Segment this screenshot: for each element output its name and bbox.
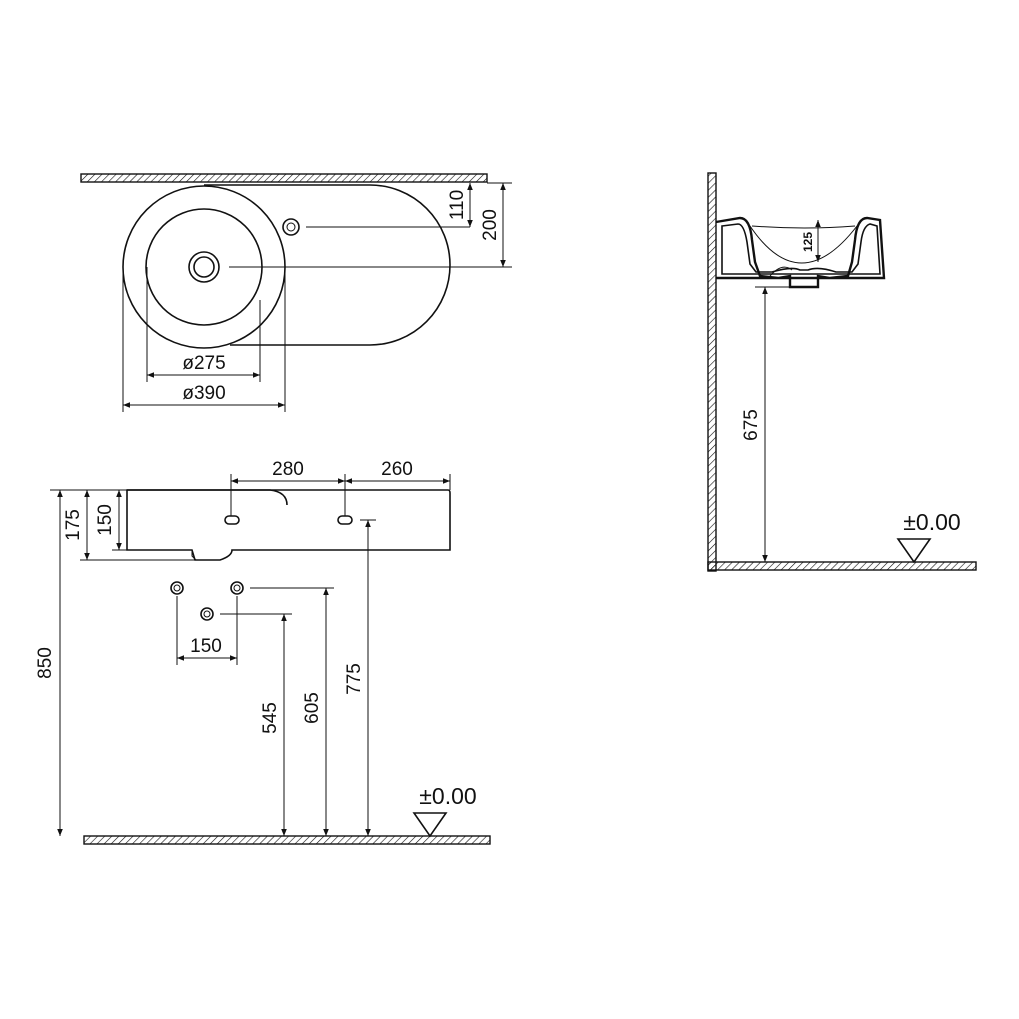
level-marker [412,812,448,838]
dim-545: 545 [260,702,281,734]
dim-150-height: 150 [95,504,116,536]
dim-diameter-275: ø275 [182,353,225,374]
front-basin-body [126,489,451,561]
dim-260: 260 [381,459,413,480]
basin-outline [204,184,451,346]
dim-110: 110 [447,190,468,220]
dim-125: 125 [801,232,815,252]
side-level-label: ±0.00 [903,509,960,535]
side-level-marker [896,538,932,564]
side-wall [707,172,717,572]
dim-150-spacing: 150 [190,636,222,657]
top-wall [80,173,488,183]
side-basin-section [715,216,886,289]
side-floor [707,561,977,571]
drain-outer [188,251,220,283]
tap-hole-outer [282,218,300,236]
dim-175: 175 [63,509,84,541]
waste-outlet [200,607,214,621]
waste-hole [224,515,240,525]
dim-diameter-390: ø390 [182,383,225,404]
dim-280: 280 [272,459,304,480]
supply-right [230,581,244,595]
dim-675: 675 [741,409,762,441]
tap-hole [337,515,353,525]
drain-inner [193,256,215,278]
supply-left [170,581,184,595]
dim-605: 605 [302,692,323,724]
front-level-label: ±0.00 [419,783,476,809]
tap-hole-inner [286,222,296,232]
front-floor [83,835,491,845]
dim-850: 850 [35,647,56,679]
side-view: 125 675 ±0.00 [707,172,977,572]
top-view: 110 200 ø275 ø390 [80,173,512,412]
dim-200: 200 [480,209,501,241]
front-view: 280 260 175 150 850 150 545 605 775 [35,459,491,845]
dim-775: 775 [344,663,365,695]
